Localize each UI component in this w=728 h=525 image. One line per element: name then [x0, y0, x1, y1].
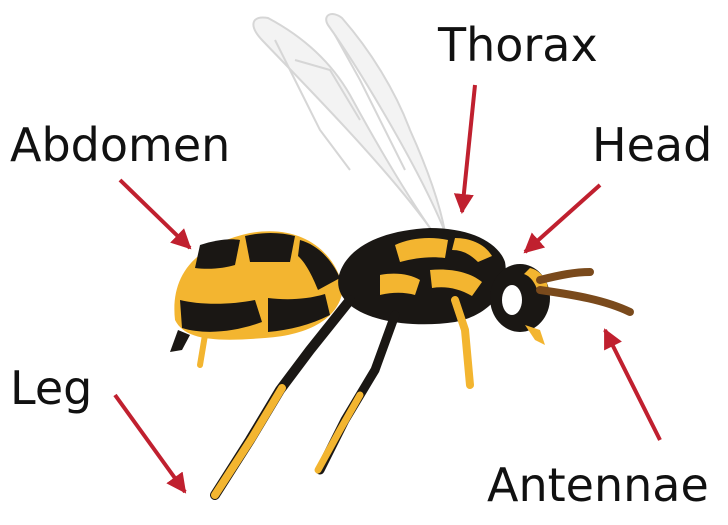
arrow-antennae	[605, 330, 660, 440]
label-leg: Leg	[10, 365, 92, 411]
label-head: Head	[592, 122, 712, 168]
wings	[253, 14, 445, 235]
antennae-shape	[540, 272, 630, 312]
label-antennae: Antennae	[487, 462, 709, 508]
arrow-leg	[115, 395, 185, 492]
label-thorax: Thorax	[438, 22, 598, 68]
arrow-head	[525, 185, 600, 252]
arrow-abdomen	[120, 180, 190, 248]
thorax-shape	[338, 228, 506, 324]
label-abdomen: Abdomen	[10, 122, 230, 168]
arrow-thorax	[462, 85, 475, 212]
